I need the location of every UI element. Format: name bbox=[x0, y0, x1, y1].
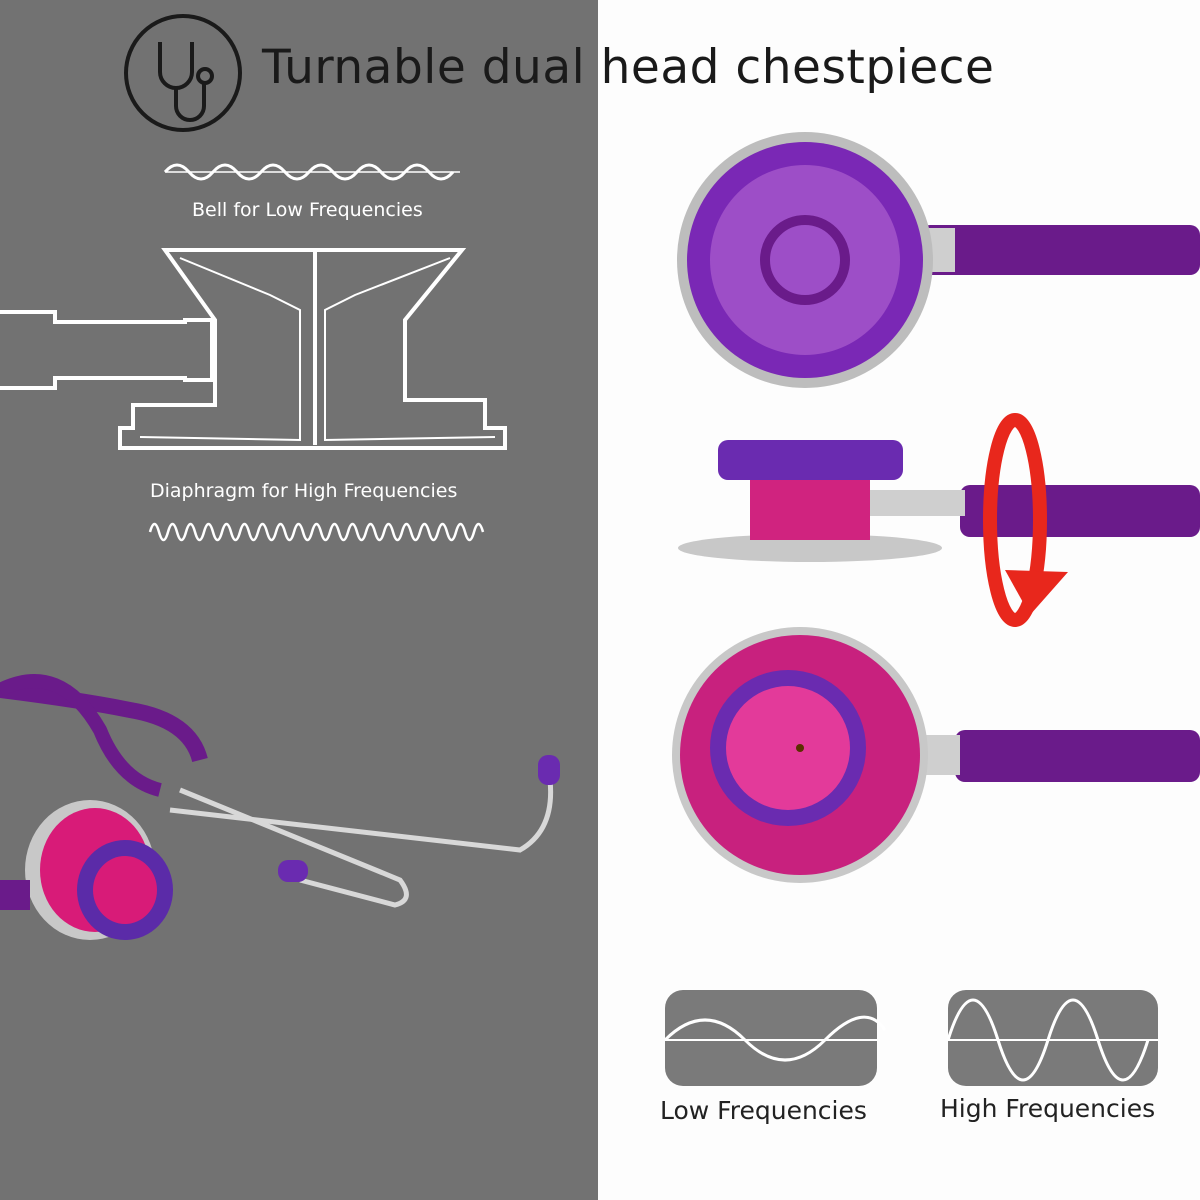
stethoscope-photo bbox=[0, 674, 560, 940]
stethoscope-icon bbox=[124, 14, 242, 132]
rotate-arrow-icon bbox=[983, 413, 1068, 627]
page-title: Turnable dual head chestpiece bbox=[262, 40, 995, 95]
gray-panel bbox=[0, 0, 598, 1200]
diaphragm-label: Diaphragm for High Frequencies bbox=[150, 480, 458, 502]
bell-label: Bell for Low Frequencies bbox=[192, 199, 423, 221]
high-frequency-label: High Frequencies bbox=[940, 1094, 1156, 1123]
high-frequency-card bbox=[946, 990, 1158, 1086]
low-frequency-card bbox=[663, 990, 887, 1086]
diaphragm-view bbox=[677, 132, 1200, 388]
high-wave-graphic bbox=[148, 522, 485, 542]
chestpiece-diagram bbox=[0, 248, 507, 450]
bell-view bbox=[672, 627, 1200, 883]
low-frequency-label: Low Frequencies bbox=[660, 1096, 867, 1125]
side-view bbox=[678, 440, 1200, 562]
